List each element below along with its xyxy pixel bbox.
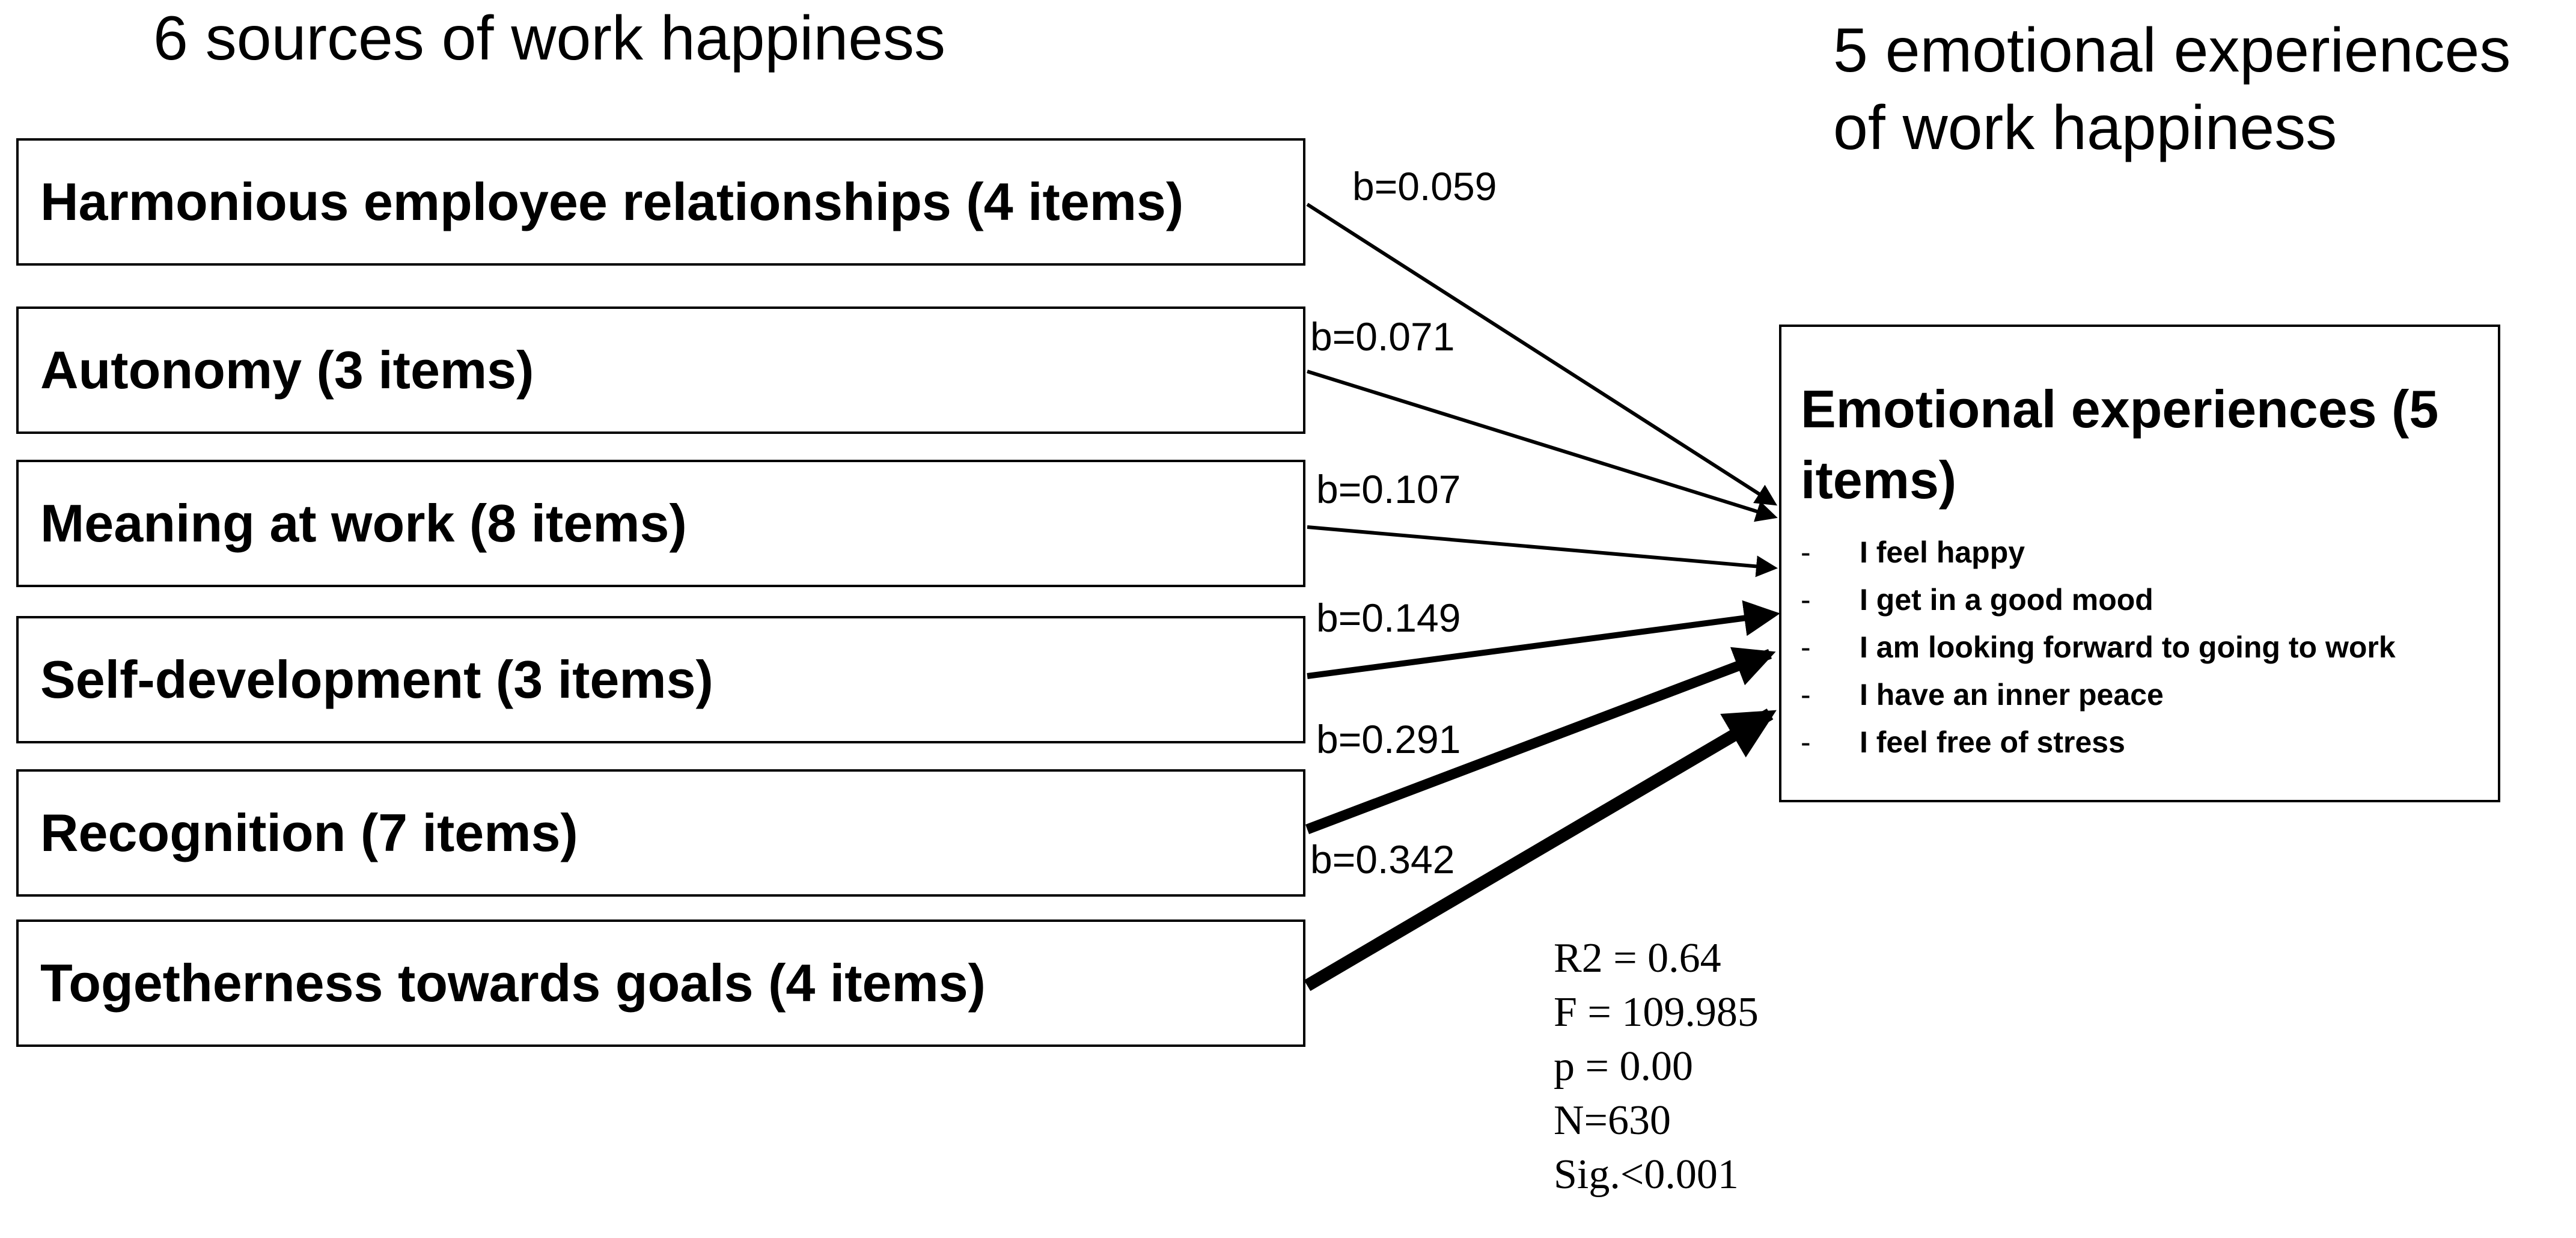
source-label: Harmonious employee relationships (4 ite… [40, 172, 1184, 231]
coefficient-label: b=0.291 [1316, 717, 1461, 761]
coefficient-label: b=0.149 [1316, 596, 1461, 640]
outcome-item: - I get in a good mood [1801, 576, 2498, 624]
sample-size-stat: N=630 [1554, 1097, 1671, 1144]
bullet-dash: - [1801, 582, 1811, 617]
source-label: Autonomy (3 items) [40, 340, 534, 400]
outcome-heading: 5 emotional experiences of work happines… [1833, 16, 2511, 163]
bullet-dash: - [1801, 725, 1811, 759]
outcome-box: Emotional experiences (5 items) - I feel … [1779, 325, 2500, 802]
arrow-autonomy [1307, 370, 1778, 522]
arrow-harmonious-relationships [1306, 203, 1778, 506]
outcome-item-text: I am looking forward to going to work [1860, 630, 2396, 664]
arrow-self-development [1307, 600, 1780, 679]
sources-heading: 6 sources of work happiness [153, 4, 946, 73]
arrow-recognition [1305, 647, 1776, 834]
coefficient-label: b=0.342 [1310, 837, 1455, 882]
source-label: Togetherness towards goals (4 items) [40, 953, 986, 1013]
significance-stat: Sig.<0.001 [1554, 1151, 1739, 1198]
f-stat: F = 109.985 [1554, 989, 1759, 1035]
bullet-dash: - [1801, 677, 1811, 712]
outcome-item: - I feel happy [1801, 529, 2498, 576]
source-box-autonomy: Autonomy (3 items) [16, 306, 1305, 434]
p-value-stat: p = 0.00 [1554, 1043, 1693, 1090]
coefficient-label: b=0.071 [1310, 314, 1455, 359]
source-box-togetherness-towards-goals: Togetherness towards goals (4 items) [16, 919, 1305, 1047]
outcome-item-text: I get in a good mood [1860, 582, 2153, 617]
bullet-dash: - [1801, 630, 1811, 664]
model-statistics: R2 = 0.64 F = 109.985 p = 0.00 N=630 Sig… [1554, 932, 1759, 1202]
source-box-meaning-at-work: Meaning at work (8 items) [16, 460, 1305, 587]
r-squared-stat: R2 = 0.64 [1554, 935, 1721, 981]
arrow-togetherness-towards-goals [1304, 708, 1777, 992]
outcome-item-text: I feel happy [1860, 535, 2025, 569]
coefficient-label: b=0.059 [1352, 164, 1497, 209]
source-box-recognition: Recognition (7 items) [16, 769, 1305, 897]
outcome-item-list: - I feel happy - I get in a good mood - I a… [1801, 529, 2498, 766]
outcome-item: - I am looking forward to going to work [1801, 624, 2498, 671]
outcome-item: - I feel free of stress [1801, 719, 2498, 766]
coefficient-label: b=0.107 [1316, 467, 1461, 511]
source-box-self-development: Self-development (3 items) [16, 616, 1305, 743]
outcome-item-text: I feel free of stress [1860, 725, 2125, 759]
source-box-harmonious-relationships: Harmonious employee relationships (4 ite… [16, 138, 1305, 266]
outcome-item-text: I have an inner peace [1860, 677, 2164, 712]
outcome-item: - I have an inner peace [1801, 671, 2498, 719]
source-label: Meaning at work (8 items) [40, 493, 687, 553]
source-label: Self-development (3 items) [40, 650, 713, 709]
bullet-dash: - [1801, 535, 1811, 569]
outcome-title: Emotional experiences (5 items) [1801, 379, 2439, 510]
source-label: Recognition (7 items) [40, 803, 578, 862]
arrow-meaning-at-work [1307, 525, 1778, 578]
